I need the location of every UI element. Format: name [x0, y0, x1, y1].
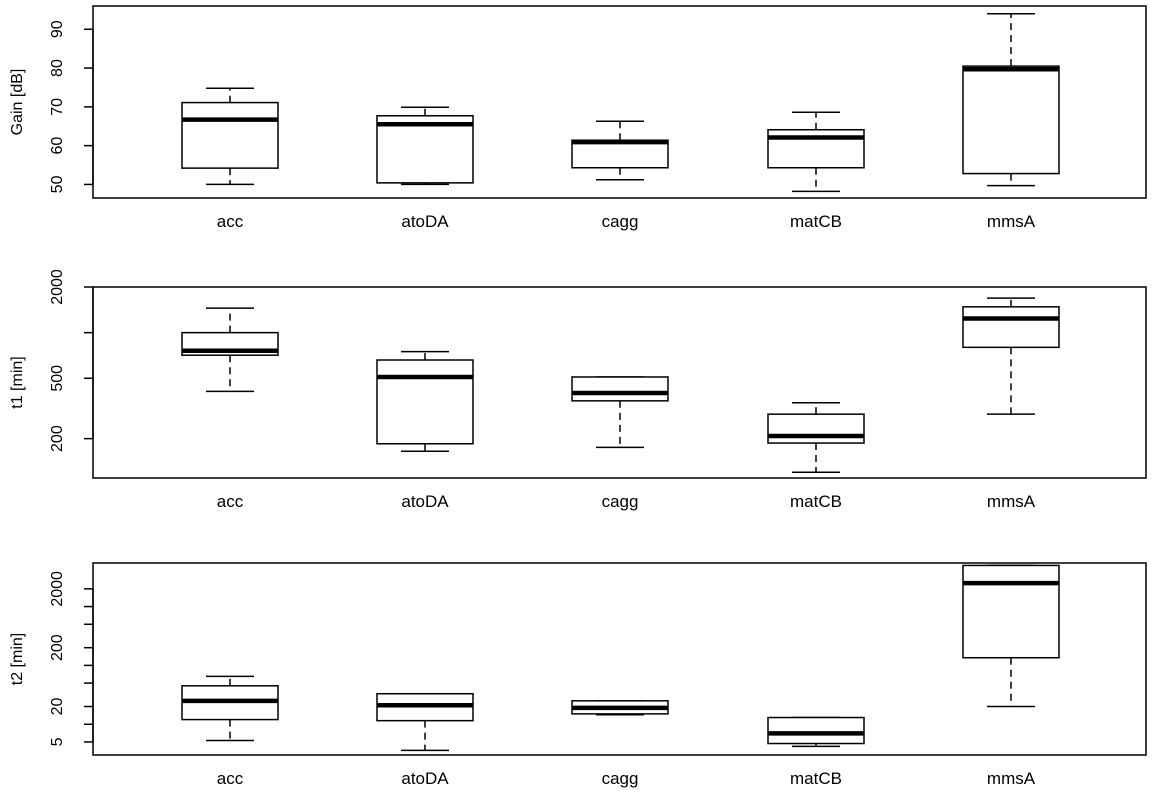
y-tick-label: 2000 — [49, 571, 66, 607]
x-tick-label: matCB — [790, 769, 842, 788]
x-tick-label: mmsA — [987, 212, 1036, 231]
x-tick-label: matCB — [790, 212, 842, 231]
y-tick-label: 50 — [49, 175, 66, 193]
box-mmsA — [962, 564, 1060, 708]
x-tick-label: acc — [217, 492, 244, 511]
iqr-box — [767, 413, 865, 444]
iqr-box — [376, 359, 474, 445]
y-tick-label: 200 — [49, 425, 66, 452]
panel-2: 200 500 2000 t1 [min] acc atoDA cagg matCB mmsA — [9, 269, 1147, 511]
box-matCB — [767, 716, 865, 748]
y-tick-label: 90 — [49, 20, 66, 38]
box-cagg — [571, 376, 669, 449]
iqr-box — [962, 65, 1060, 175]
box-mmsA — [962, 13, 1060, 187]
box-acc — [181, 87, 279, 186]
y-axis-title: Gain [dB] — [9, 69, 26, 136]
panel-3: 5 20 200 2000 t2 [min] acc atoDA cagg matCB mmsA — [9, 562, 1147, 788]
x-tick-label: cagg — [602, 769, 639, 788]
iqr-box — [571, 139, 669, 169]
x-tick-label: mmsA — [987, 492, 1036, 511]
box-cagg — [571, 120, 669, 181]
iqr-box — [181, 101, 279, 169]
iqr-box — [962, 564, 1060, 659]
x-tick-label: acc — [217, 769, 244, 788]
iqr-box — [767, 716, 865, 745]
y-axis-title: t2 [min] — [9, 633, 26, 685]
box-acc — [181, 675, 279, 742]
box-cagg — [571, 700, 669, 716]
x-tick-label: atoDA — [401, 492, 449, 511]
box-atoDA — [376, 106, 474, 186]
box-mmsA — [962, 297, 1060, 415]
y-tick-label: 70 — [49, 98, 66, 116]
box-matCB — [767, 111, 865, 193]
y-tick-label: 2000 — [49, 269, 66, 305]
x-tick-label: atoDA — [401, 212, 449, 231]
x-tick-label: cagg — [602, 492, 639, 511]
iqr-box — [376, 115, 474, 184]
x-tick-label: mmsA — [987, 769, 1036, 788]
box-acc — [181, 307, 279, 393]
iqr-box — [571, 376, 669, 402]
box-atoDA — [376, 692, 474, 752]
y-tick-label: 200 — [49, 634, 66, 661]
x-tick-label: atoDA — [401, 769, 449, 788]
y-tick-label: 5 — [49, 737, 66, 746]
box-atoDA — [376, 350, 474, 453]
y-tick-label: 20 — [49, 698, 66, 716]
x-tick-label: matCB — [790, 492, 842, 511]
y-axis-title: t1 [min] — [9, 356, 26, 408]
box-matCB — [767, 401, 865, 474]
x-tick-label: cagg — [602, 212, 639, 231]
y-tick-label: 500 — [49, 365, 66, 392]
y-tick-label: 60 — [49, 137, 66, 155]
x-tick-label: acc — [217, 212, 244, 231]
iqr-box — [962, 306, 1060, 349]
y-tick-label: 80 — [49, 59, 66, 77]
